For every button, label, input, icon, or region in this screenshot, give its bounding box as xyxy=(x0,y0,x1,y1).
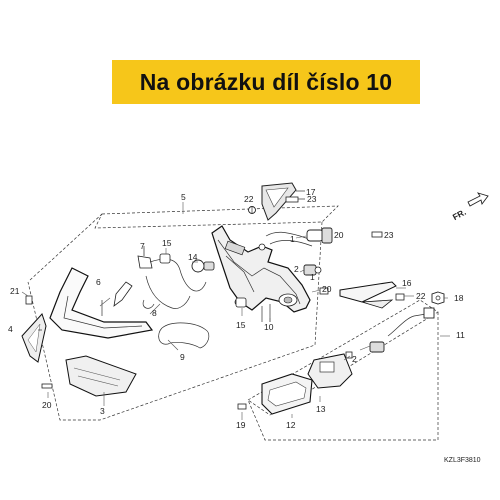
bolt-20b xyxy=(319,287,329,295)
part-1-bulb-lower xyxy=(303,264,322,276)
front-direction-label: FR. xyxy=(451,207,468,222)
callout-1-upper: 1 xyxy=(290,234,295,244)
bolt-23b xyxy=(371,231,383,238)
bolt-21 xyxy=(25,295,33,305)
callout-21: 21 xyxy=(10,286,20,296)
callout-2-lower: 2 xyxy=(352,354,357,364)
callout-20-lower: 20 xyxy=(42,400,52,410)
part-13-bracket xyxy=(307,353,353,389)
callout-3: 3 xyxy=(100,406,105,416)
bolt-22b xyxy=(395,293,405,301)
callout-15-lower: 15 xyxy=(236,320,246,330)
callout-12: 12 xyxy=(286,420,296,430)
callout-22-right: 22 xyxy=(416,291,426,301)
callout-17: 17 xyxy=(306,187,316,197)
callout-6: 6 xyxy=(96,277,101,287)
callout-16: 16 xyxy=(402,278,412,288)
part-number-banner: Na obrázku díl číslo 10 xyxy=(112,60,420,104)
callout-7: 7 xyxy=(140,241,145,251)
bolt-23a xyxy=(285,196,305,203)
part-11-wire xyxy=(369,307,435,353)
front-direction-arrow: FR. xyxy=(451,192,489,222)
callout-15-upper: 15 xyxy=(162,238,172,248)
callout-18: 18 xyxy=(454,293,464,303)
part-3-cover xyxy=(65,355,137,397)
part-4-lens xyxy=(21,313,47,363)
part-15-socket-lower xyxy=(235,297,247,308)
assembly-frame-11 xyxy=(247,299,439,441)
callout-9: 9 xyxy=(180,352,185,362)
part-10-housing xyxy=(211,225,313,322)
assembly-frame-5 xyxy=(27,205,339,421)
callout-11: 11 xyxy=(456,330,465,340)
callout-19: 19 xyxy=(236,420,246,430)
callout-1-lower: 1 xyxy=(310,272,315,282)
callout-20-mid: 20 xyxy=(322,284,332,294)
bolt-20a xyxy=(41,383,53,389)
part-18-nut xyxy=(431,291,445,305)
callout-numbers: 5 17 22 23 1 20 23 2 7 15 14 6 21 8 4 15… xyxy=(8,187,465,430)
callout-10: 10 xyxy=(264,322,274,332)
banner-text: Na obrázku díl číslo 10 xyxy=(139,68,393,95)
part-14-bulb xyxy=(191,259,215,273)
part-wire-left xyxy=(113,281,133,307)
callout-2: 2 xyxy=(294,264,299,274)
part-12-lamp xyxy=(261,373,313,415)
part-1-bulb-upper xyxy=(306,227,333,244)
callout-13: 13 xyxy=(316,404,326,414)
bolt-20c xyxy=(345,351,353,359)
callout-4: 4 xyxy=(8,324,13,334)
part-15-socket-upper xyxy=(159,253,171,264)
part-16-trim xyxy=(339,281,397,309)
bolt-19 xyxy=(237,403,247,410)
callout-22-upper: 22 xyxy=(244,194,254,204)
part-6-trim xyxy=(49,267,154,339)
part-9-gasket xyxy=(158,322,210,349)
callout-5: 5 xyxy=(181,192,186,202)
drawing-code: KZL3F3810 xyxy=(444,457,481,464)
leader-lines xyxy=(21,202,450,420)
bolt-22a xyxy=(248,206,256,214)
callout-23-upper: 23 xyxy=(307,194,317,204)
callout-23-right: 23 xyxy=(384,230,394,240)
callout-14: 14 xyxy=(188,252,198,262)
part-17-cover xyxy=(261,182,305,221)
callout-20-upper: 20 xyxy=(334,230,344,240)
callout-8: 8 xyxy=(152,308,157,318)
